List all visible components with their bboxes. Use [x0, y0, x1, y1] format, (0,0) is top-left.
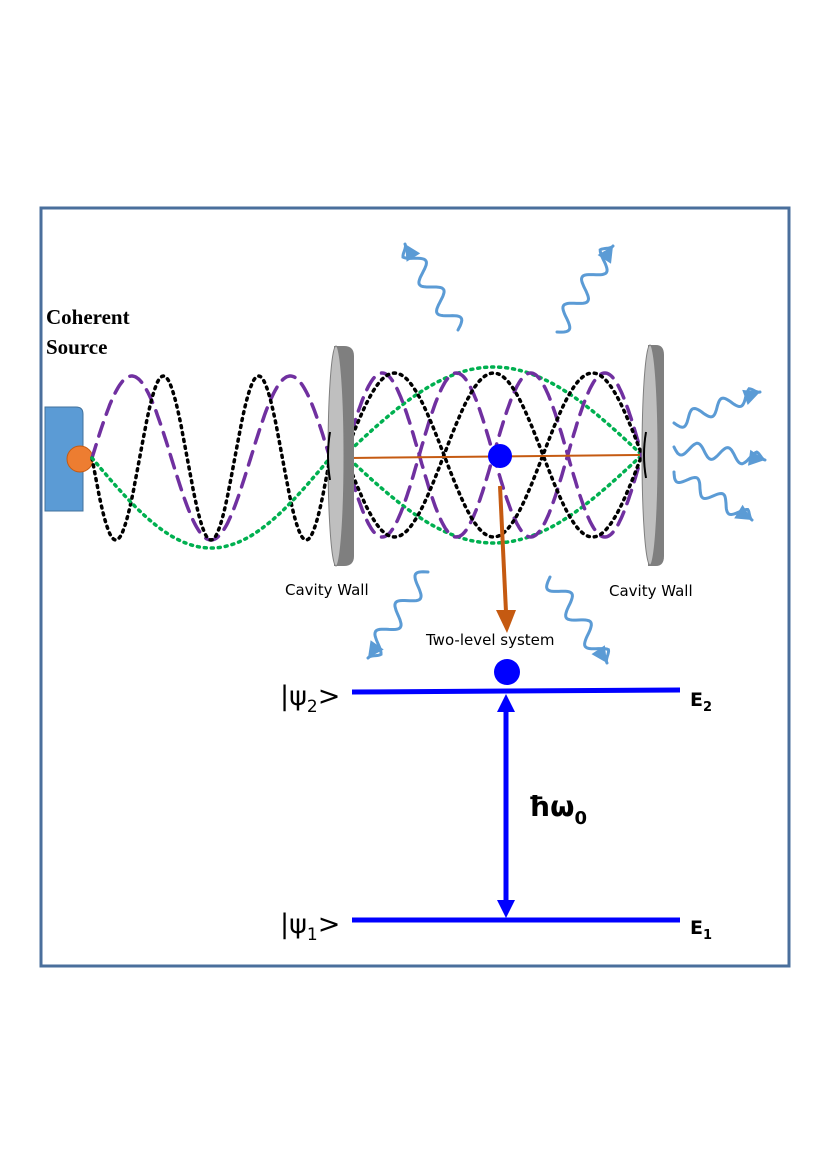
atom-in-cavity — [488, 444, 512, 468]
left-cavity-mirror — [327, 345, 354, 567]
upper-energy-label: E2 — [690, 689, 712, 715]
emitted-photons — [366, 242, 767, 665]
source-emitter — [66, 445, 94, 473]
source-block — [44, 406, 84, 512]
photon-right-lower-head — [734, 504, 752, 520]
source-label-line2: Source — [46, 335, 107, 359]
photon-right-lower — [672, 470, 754, 522]
input-field-modes — [90, 374, 332, 550]
photon-up-left-wave — [401, 242, 464, 332]
right-cavity-wall-label: Cavity Wall — [609, 582, 693, 600]
photon-up-right-head — [597, 246, 613, 264]
photon-down-right-wave — [545, 575, 611, 665]
left-cavity-wall-label: Cavity Wall — [285, 581, 369, 599]
lower-state-ket: |ψ1> — [280, 909, 340, 945]
photon-right-upper-head — [742, 389, 760, 405]
photon-down-right-head — [591, 645, 607, 663]
photon-down-right — [545, 575, 611, 665]
photon-up-left-head — [405, 244, 421, 262]
photon-down-left-wave — [366, 570, 430, 660]
two-level-system-label: Two-level system — [425, 631, 554, 649]
zoom-arrow-shaft — [498, 485, 508, 613]
transition-arrow-head-up — [497, 694, 515, 712]
photon-down-left-head — [368, 640, 384, 658]
atom-on-upper-level — [494, 659, 520, 685]
cavity-mode-black-a — [343, 371, 644, 539]
input-mode-black — [90, 374, 332, 542]
cavity-mode-black-b — [343, 371, 644, 539]
lower-energy-label: E1 — [690, 917, 712, 943]
transition-energy-label: ħω0 — [528, 790, 587, 829]
transition-arrow-head-down — [497, 900, 515, 918]
cavity-mode-green-upper — [343, 365, 644, 457]
source-label-line1: Coherent — [46, 305, 130, 329]
photon-right-middle-head — [748, 449, 765, 466]
upper-energy-level — [351, 687, 681, 695]
zoom-arrow-head — [496, 610, 516, 633]
figure-frame — [39, 206, 791, 968]
cavity-mode-green-lower — [343, 453, 644, 545]
photon-up-right-wave — [555, 244, 615, 334]
right-cavity-mirror — [641, 344, 664, 566]
photon-up-right — [555, 244, 615, 334]
photon-right-middle — [672, 441, 767, 466]
upper-state-ket: |ψ2> — [280, 681, 340, 717]
photon-down-left — [366, 570, 430, 660]
input-mode-green — [90, 456, 332, 550]
photon-right-upper — [672, 387, 762, 429]
photon-up-left — [401, 242, 464, 332]
